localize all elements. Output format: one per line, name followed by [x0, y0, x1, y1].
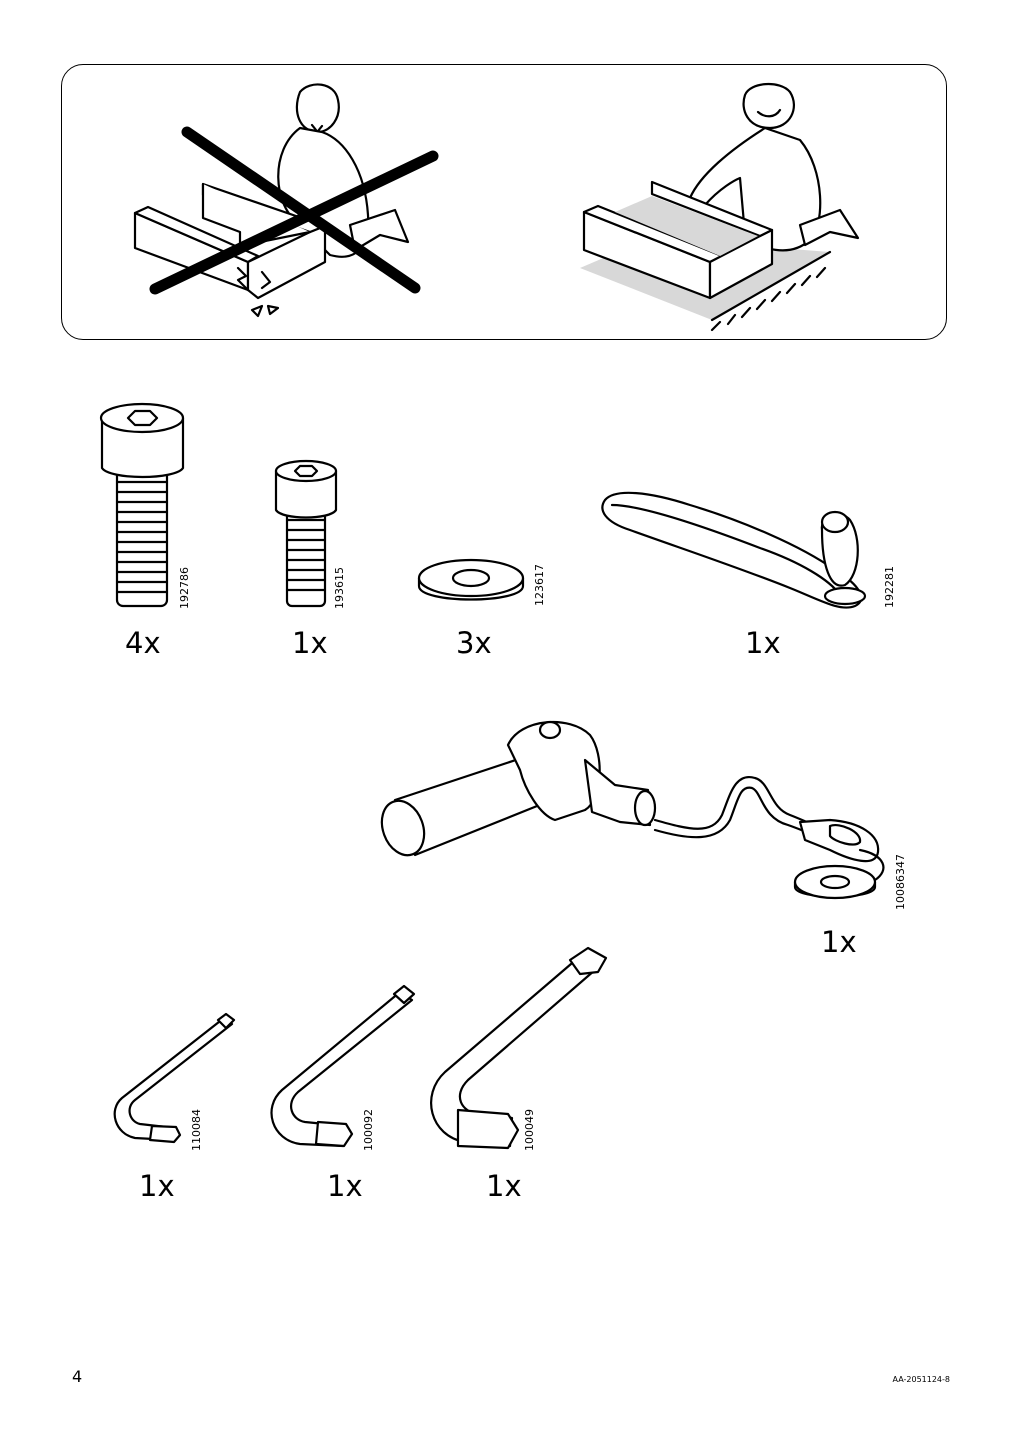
- quantity-label: 3x: [456, 626, 492, 660]
- hex-key-small-drawing: [113, 1012, 236, 1144]
- quantity-label: 4x: [125, 626, 161, 660]
- article-number: 123617: [533, 564, 546, 606]
- article-number: 192281: [883, 566, 896, 608]
- article-number: 193615: [333, 567, 346, 609]
- cross-line-1: [181, 126, 421, 294]
- hex-key-large-drawing: [430, 946, 608, 1150]
- hex-key-medium-drawing: [270, 984, 416, 1148]
- article-number: 100092: [362, 1109, 375, 1151]
- article-number: 100049: [523, 1109, 536, 1151]
- crank-handle-drawing: [601, 491, 867, 609]
- quantity-label: 1x: [821, 925, 857, 959]
- article-number: 192786: [178, 567, 191, 609]
- warning-panel: [61, 64, 947, 340]
- page-number: 4: [72, 1367, 83, 1386]
- document-code: AA-2051124-8: [892, 1375, 950, 1384]
- quantity-label: 1x: [139, 1169, 175, 1203]
- quantity-label: 1x: [327, 1169, 363, 1203]
- quantity-label: 1x: [486, 1169, 522, 1203]
- correct-assembly-illustration: [580, 83, 860, 332]
- bolt-small-drawing: [274, 459, 338, 608]
- bolt-large-drawing: [99, 402, 185, 608]
- quantity-label: 1x: [292, 626, 328, 660]
- cross-line-2: [149, 150, 439, 295]
- handle-grip-drawing: [380, 720, 885, 900]
- article-number: 10086347: [894, 854, 907, 910]
- article-number: 110084: [190, 1109, 203, 1151]
- quantity-label: 1x: [745, 626, 781, 660]
- wrong-assembly-illustration: [133, 83, 439, 318]
- washer-drawing: [417, 558, 525, 601]
